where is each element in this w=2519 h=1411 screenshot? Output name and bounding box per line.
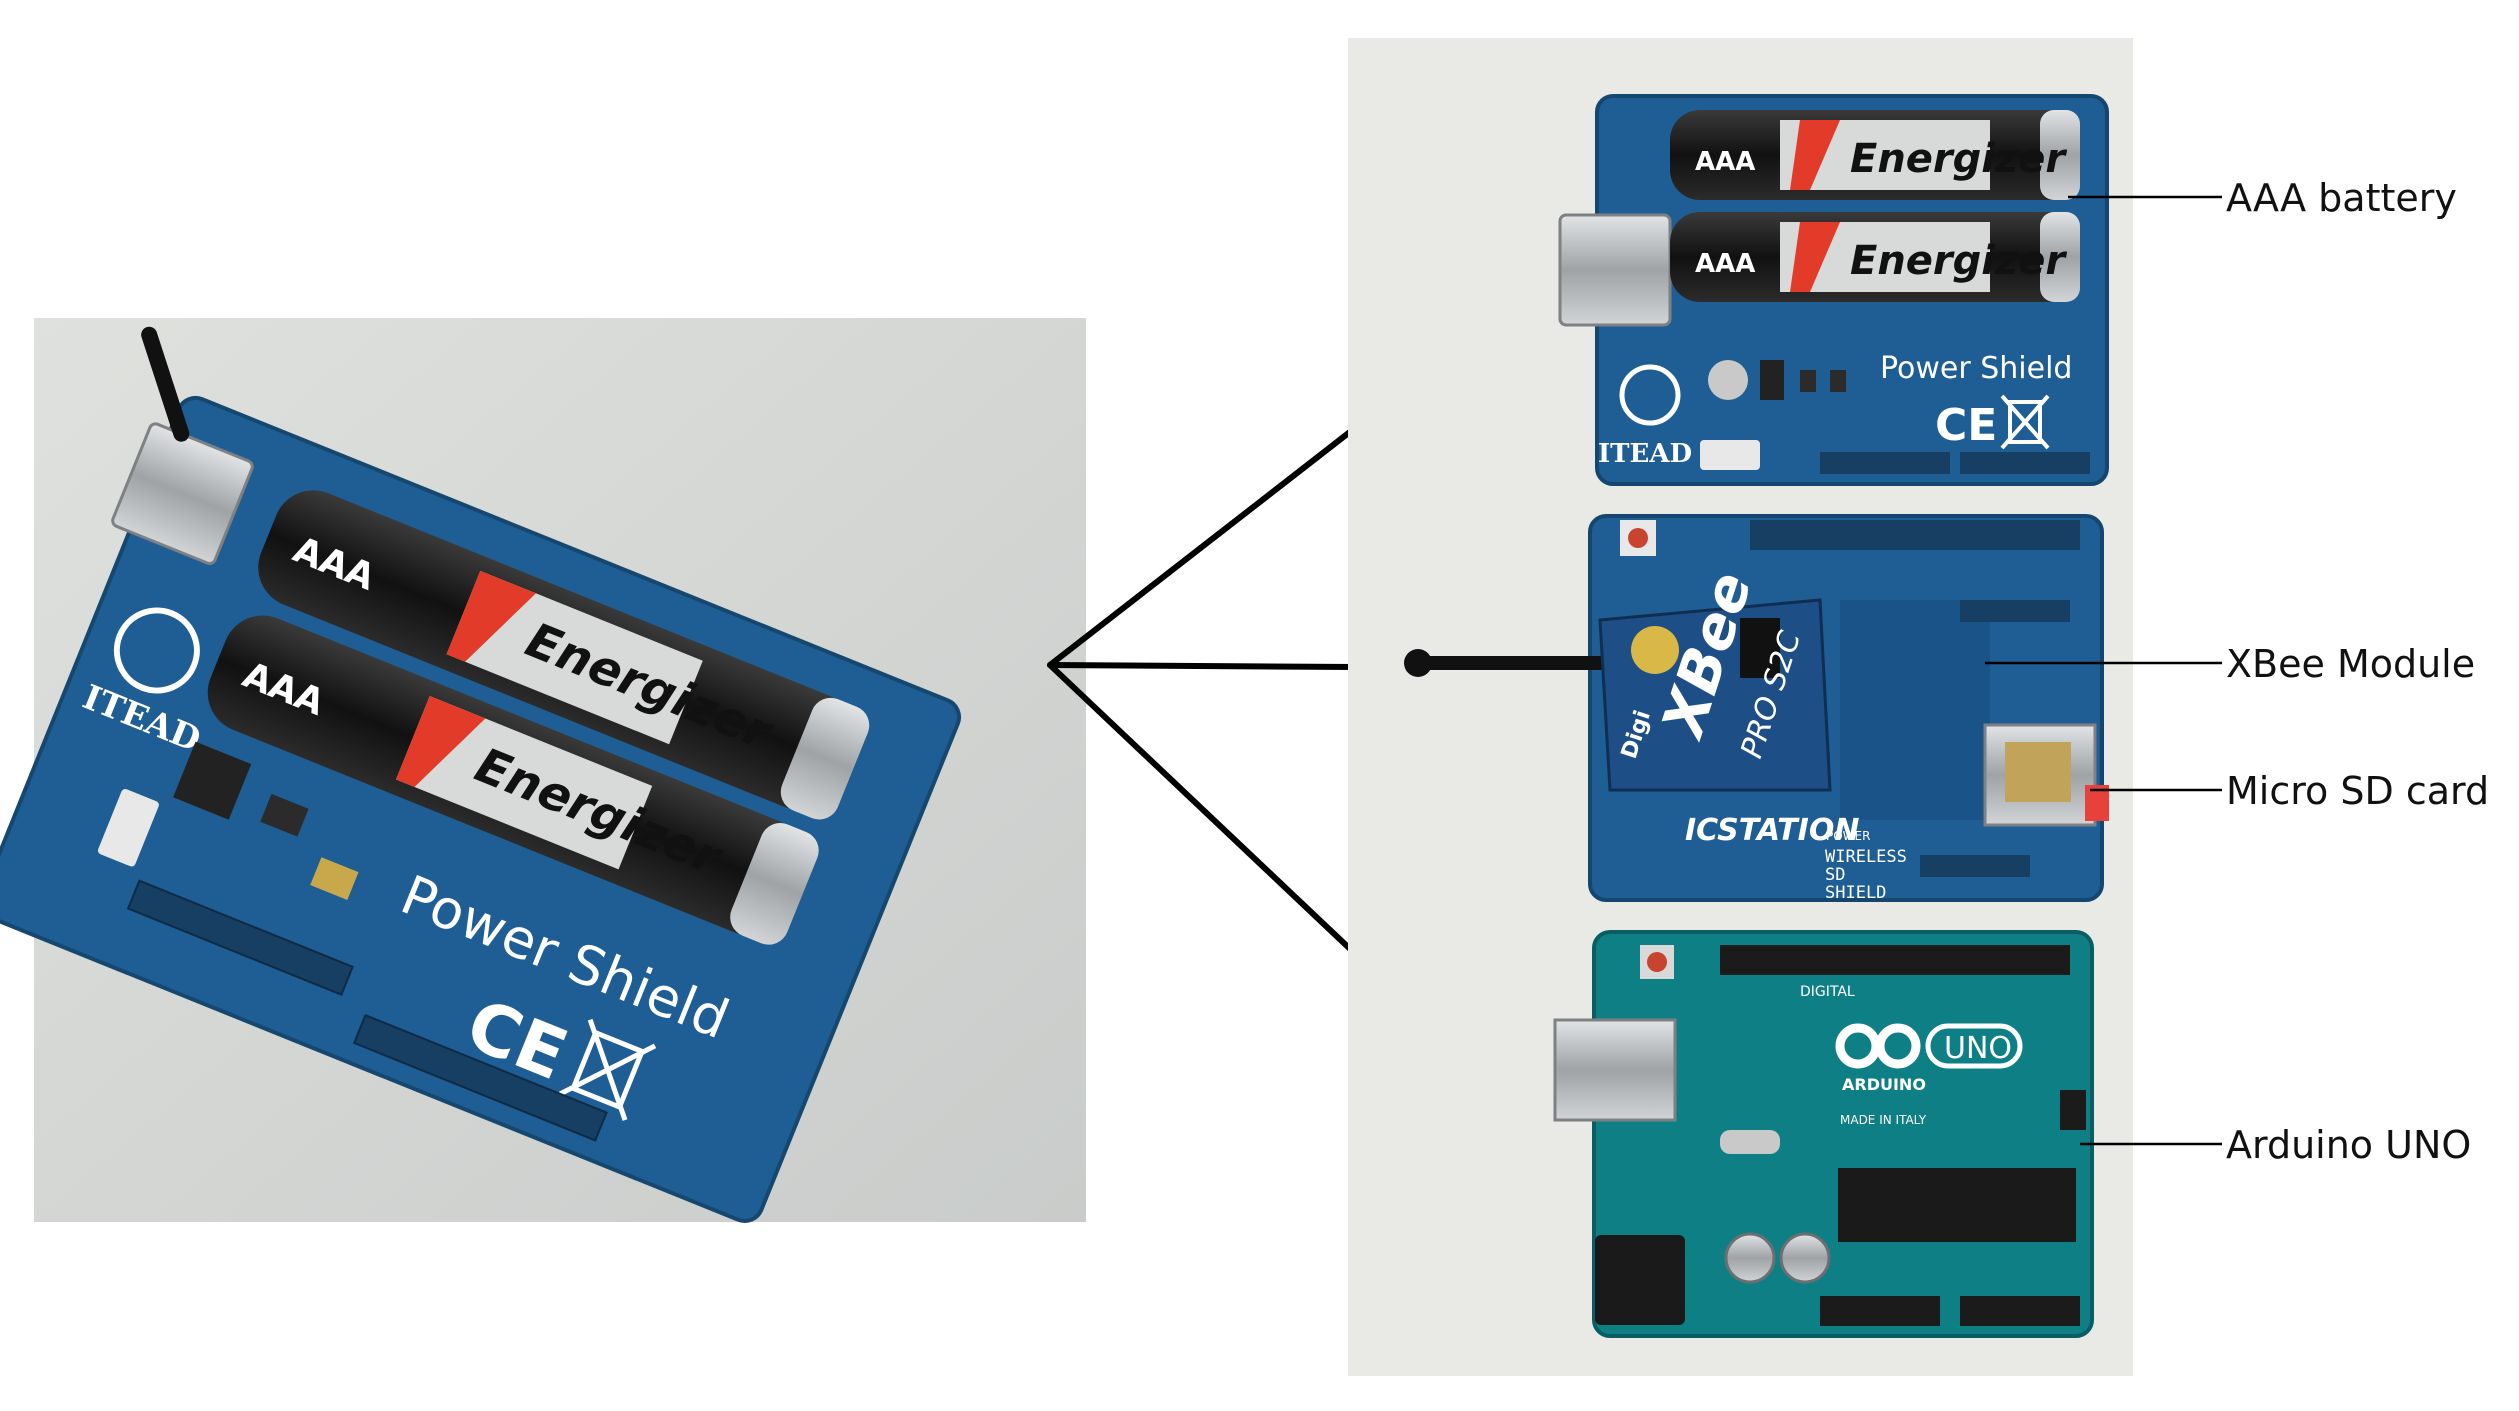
callout-aaa-battery: AAA battery — [2226, 176, 2457, 220]
exploded-boards-photo: Energizer AAA Energizer AAA ITEAD Power … — [1348, 38, 2222, 1376]
dc-jack — [1595, 1235, 1685, 1325]
icstation-label: ICSTATION — [1685, 813, 1859, 848]
top-power-shield: Energizer AAA Energizer AAA ITEAD Power … — [0, 326, 962, 1223]
itead-label: ITEAD — [1598, 439, 1692, 469]
battery-left-top: Energizer AAA — [258, 490, 870, 820]
prototype-grid — [1840, 600, 1990, 820]
made-in-italy-label: MADE IN ITALY — [1840, 1113, 1927, 1127]
xbee-antenna — [1410, 656, 1630, 670]
callout-arduino-uno: Arduino UNO — [2226, 1123, 2471, 1167]
usb-connector — [111, 422, 254, 565]
power-shield-board: Energizer AAA Energizer AAA ITEAD Power … — [1558, 94, 2109, 486]
battery-top: Energizer AAA — [1670, 110, 2080, 200]
power-header-label: POWER — [1826, 829, 1870, 843]
battery-bottom: Energizer AAA — [1670, 212, 2080, 302]
arduino-label: ARDUINO — [1842, 1075, 1926, 1094]
weee-bin-icon — [2000, 394, 2050, 450]
usb-connector — [1558, 213, 1672, 327]
atmega-chip — [1838, 1168, 2076, 1242]
battery-size-label: AAA — [1695, 249, 1755, 279]
callout-micro-sd-card: Micro SD card — [2226, 769, 2489, 813]
arduino-infinity-logo-icon — [1835, 1023, 1921, 1069]
sd-label: SD — [1825, 865, 1845, 885]
power-shield-label: Power Shield — [1880, 351, 2072, 386]
micro-sd-slot — [1983, 723, 2109, 827]
arduino-uno-board: DIGITAL UNO ARDUINO MADE IN ITALY — [1553, 930, 2094, 1338]
xbee-sd-shield: XBee PRO S2C Digi ICSTATION WIRELESS SD … — [1404, 514, 2109, 903]
ce-mark: CE — [1935, 400, 1997, 451]
antenna — [141, 326, 190, 442]
xbee-module: XBee PRO S2C Digi — [1598, 564, 1832, 792]
shield-label: SHIELD — [1825, 883, 1886, 903]
usb-b-connector — [1553, 1018, 1677, 1122]
weee-bin-icon — [559, 1018, 657, 1121]
wireless-label: WIRELESS — [1825, 847, 1907, 867]
callout-xbee-module: XBee Module — [2226, 642, 2475, 686]
callout-leaders — [1985, 195, 2222, 1146]
battery-size-label: AAA — [1695, 147, 1755, 177]
uno-label: UNO — [1944, 1031, 2012, 1066]
stacked-assembly-photo: Energizer AAA Energizer AAA ITEAD Power … — [0, 318, 1086, 1223]
callout-labels: AAA battery XBee Module Micro SD card Ar… — [2226, 176, 2489, 1167]
battery-brand-label: Energizer — [1850, 238, 2067, 284]
digital-label: DIGITAL — [1800, 984, 1855, 1000]
itead-logo-icon — [1619, 364, 1681, 426]
itead-logo-icon — [113, 607, 200, 694]
battery-brand-label: Energizer — [1850, 136, 2067, 182]
